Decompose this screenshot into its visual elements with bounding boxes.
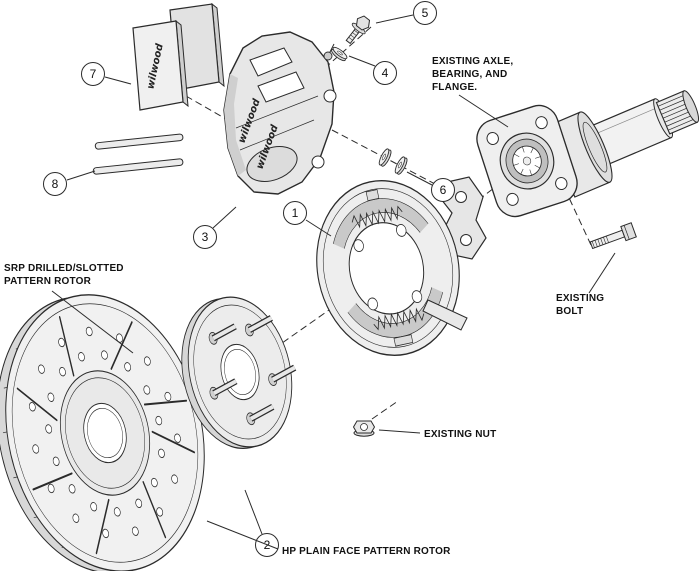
callout-7-number: 7 <box>90 67 97 81</box>
label-existing-nut: EXISTING NUT <box>378 429 496 440</box>
callout-4: 4 <box>348 55 397 85</box>
label-srp-rotor: SRP DRILLED/SLOTTED PATTERN ROTOR <box>4 263 134 354</box>
existing-bolt <box>589 222 637 250</box>
label-srp-line2: PATTERN ROTOR <box>4 276 92 287</box>
callout-5-number: 5 <box>422 6 429 20</box>
label-existing-axle-line1: EXISTING AXLE, <box>432 56 513 67</box>
bolt-washer <box>331 46 348 62</box>
existing-nut <box>352 420 376 437</box>
pad-retainer-clips <box>92 133 184 175</box>
backing-plate-assembly <box>316 176 487 357</box>
label-srp-line1: SRP DRILLED/SLOTTED <box>4 263 124 274</box>
return-spring-bottom <box>373 307 425 331</box>
label-existing-bolt: EXISTING BOLT <box>556 252 616 317</box>
rotor-slots <box>16 316 196 555</box>
return-spring-top <box>351 205 403 229</box>
axle-assembly <box>476 90 700 218</box>
callout-2: 2 <box>244 489 279 557</box>
brake-pads: wilwood <box>132 2 225 111</box>
rotor-drill-holes <box>28 326 181 539</box>
plate-bolt-holes <box>353 224 423 311</box>
bore-splines <box>513 146 541 176</box>
caliper-bolt <box>345 15 371 45</box>
caliper-mount-lug-lower <box>311 155 325 169</box>
axle-flange <box>476 104 578 218</box>
callout-7: 7 <box>81 62 132 86</box>
label-existing-axle-line3: FLANGE. <box>432 82 477 93</box>
callout-8: 8 <box>43 170 96 196</box>
callout-4-number: 4 <box>382 66 389 80</box>
callout-3-number: 3 <box>202 230 209 244</box>
label-existing-bolt-line2: BOLT <box>556 306 583 317</box>
caliper-mount-lug-upper <box>323 89 337 103</box>
label-hp-rotor: HP PLAIN FACE PATTERN ROTOR <box>206 520 451 557</box>
callout-8-number: 8 <box>52 177 59 191</box>
label-existing-nut-text: EXISTING NUT <box>424 429 496 440</box>
label-existing-bolt-line1: EXISTING <box>556 293 604 304</box>
mount-washers <box>378 148 408 175</box>
callout-5: 5 <box>375 1 437 25</box>
wheel-studs <box>211 315 297 422</box>
label-existing-axle: EXISTING AXLE, BEARING, AND FLANGE. <box>432 56 513 128</box>
parking-lever <box>422 299 468 331</box>
flange-bolt-holes <box>486 116 568 206</box>
callout-6: 6 <box>406 171 455 202</box>
callout-6-number: 6 <box>440 183 447 197</box>
label-existing-axle-line2: BEARING, AND <box>432 69 507 80</box>
callout-1: 1 <box>283 201 332 237</box>
callout-1-number: 1 <box>292 206 299 220</box>
caliper: wilwood wilwood <box>223 31 337 195</box>
label-hp-rotor-text: HP PLAIN FACE PATTERN ROTOR <box>282 546 451 557</box>
srp-rotor <box>0 294 205 571</box>
callout-3: 3 <box>193 206 237 249</box>
hub-hat-adapter <box>181 296 297 449</box>
